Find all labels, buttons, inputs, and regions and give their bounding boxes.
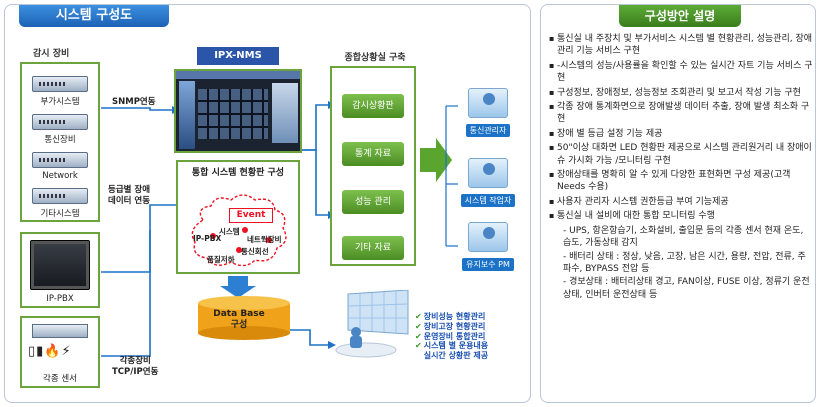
event-tag: Event — [229, 208, 273, 223]
item-statistics: 통계 자료 — [342, 142, 404, 166]
checklist-item: ✔시스템 별 운용내용 — [415, 341, 489, 351]
device-network: Network — [24, 152, 96, 181]
monitoring-group: 부가시스템 통신장비 Network 기타시스템 — [20, 62, 100, 222]
cloud-word-system: 시스템 — [219, 227, 240, 236]
monitoring-head: 감시 장비 — [33, 49, 70, 59]
feature-checklist: ✔장비성능 현황관리 ✔장비고장 현황관리 ✔운영장비 통합관리 ✔시스템 별 … — [415, 312, 488, 361]
server-icon — [32, 114, 88, 130]
description-item: 50"이상 대화면 LED 현황판 제공으로 시스템 관리원거리 내 장애이슈 … — [549, 142, 813, 167]
switch-icon — [32, 152, 88, 168]
check-icon: ✔ — [415, 321, 422, 331]
manager-icon — [468, 88, 508, 118]
description-item: 사용자 관리자 시스템 권한등급 부여 기능제공 — [549, 196, 813, 208]
description-item: 통신실 내 주장치 및 부가서비스 시스템 별 현황관리, 성능관리, 장애관리… — [549, 33, 813, 58]
cloud-word-network: 네트웍장비 — [247, 235, 282, 244]
item-monitoring-board: 감시상황판 — [342, 94, 404, 118]
cloud-word-pbx: IP-PBX — [193, 234, 222, 243]
down-arrow-icon — [220, 276, 256, 298]
check-icon: ✔ — [415, 331, 422, 341]
description-subitem: - UPS, 항온항습기, 소화설비, 출입문 등의 각종 센서 현재 온도, … — [563, 225, 804, 249]
item-performance: 성능 관리 — [342, 190, 404, 214]
worker-icon — [468, 158, 508, 188]
cloud-word-line: 통신회선 — [241, 247, 269, 256]
role-comm-manager: 통신관리자 — [456, 88, 520, 137]
role-system-worker: 시스템 작업자 — [456, 158, 520, 207]
operator-scene — [328, 289, 410, 360]
description-item: 장애 별 등급 설정 기능 제공 — [549, 128, 813, 140]
item-other-data: 기타 자료 — [342, 236, 404, 260]
db-label: Data Base 구성 — [213, 309, 265, 330]
device-comm-equipment: 통신장비 — [24, 114, 96, 145]
pbx-label: IP-PBX — [46, 294, 74, 304]
description-subitem: - 배터리 상태 : 정상, 낮음, 고장, 남은 시간, 용량, 전압, 전류… — [563, 251, 806, 274]
description-title: 구성방안 설명 — [619, 5, 741, 27]
description-panel: 구성방안 설명 통신실 내 주장치 및 부가서비스 시스템 별 현황관리, 성능… — [540, 4, 816, 403]
status-board: 통합 시스템 현황판 구성 Event 시스템 네트웍장비 IP-PBX 통신회… — [176, 160, 300, 274]
description-item: 장애상태를 명확히 알 수 있게 다양한 표현화면 구성 제공(고객 Needs… — [549, 169, 813, 194]
description-item: 통신실 내 설비에 대한 통합 모니터링 수행 — [549, 210, 813, 222]
checklist-item: ✔실시간 상황판 제공 — [423, 351, 489, 360]
pbx-group: IP-PBX — [20, 232, 100, 308]
sensor-group: ▯▮🔥⚡ 각종 센서 — [20, 316, 100, 388]
server-icon — [32, 188, 88, 204]
server-icon — [32, 76, 88, 92]
checklist-item: ✔장비성능 현황관리 — [415, 312, 486, 321]
operator-monitor-icon — [335, 289, 409, 358]
description-item: -시스템의 성능/사용률을 확인할 수 있는 실시간 자트 기능 서비스 구현 — [549, 60, 813, 85]
status-board-title: 통합 시스템 현황판 구성 — [191, 168, 285, 178]
checklist-item: ✔운영장비 통합관리 — [415, 331, 486, 341]
snmp-label: SNMP연동 — [112, 97, 156, 107]
pm-icon — [468, 222, 508, 252]
nms-label: IPX-NMS — [197, 47, 279, 65]
device-other-system: 기타시스템 — [24, 188, 96, 219]
sensor-hub-icon — [32, 324, 88, 338]
check-icon: ✔ — [415, 341, 422, 351]
description-list: 통신실 내 주장치 및 부가서비스 시스템 별 현황관리, 성능관리, 장애관리… — [549, 33, 813, 302]
sensors-icon: ▯▮🔥⚡ — [28, 344, 72, 359]
description-item: 구성정보, 장애정보, 성능정보 조회관리 및 보고서 작성 기능 구현 — [549, 87, 813, 99]
checklist-item: ✔장비고장 현황관리 — [415, 321, 486, 331]
sensor-label: 각종 센서 — [43, 374, 77, 384]
check-icon: ✔ — [415, 312, 422, 321]
tcpip-label: 각종장비 TCP/IP연동 — [112, 356, 159, 377]
pbx-rack-icon — [30, 240, 90, 290]
device-addon-system: 부가시스템 — [24, 76, 96, 107]
event-cloud: Event 시스템 네트웍장비 IP-PBX 통신회선 품질저하 — [185, 190, 293, 270]
role-maintenance-pm: 유지보수 PM — [456, 222, 520, 271]
database-icon — [198, 296, 290, 340]
control-room-box: 감시상황판 통계 자료 성능 관리 기타 자료 — [330, 66, 416, 266]
right-arrow-icon — [420, 138, 452, 182]
fault-data-label: 등급별 장애 데이터 연동 — [108, 185, 151, 206]
system-diagram-title: 시스템 구성도 — [19, 5, 169, 27]
description-item: 각종 장애 통계화면으로 장애발생 데이터 추출, 장애 발생 최소화 구현 — [549, 101, 813, 126]
cloud-word-quality: 품질저하 — [207, 255, 235, 264]
description-subitem: - 경보상태 : 배터리상태 경고, FAN이상, FUSE 이상, 정류기 운… — [563, 277, 810, 300]
nms-screen — [174, 69, 302, 153]
center-head: 종합상황실 구축 — [344, 53, 406, 63]
